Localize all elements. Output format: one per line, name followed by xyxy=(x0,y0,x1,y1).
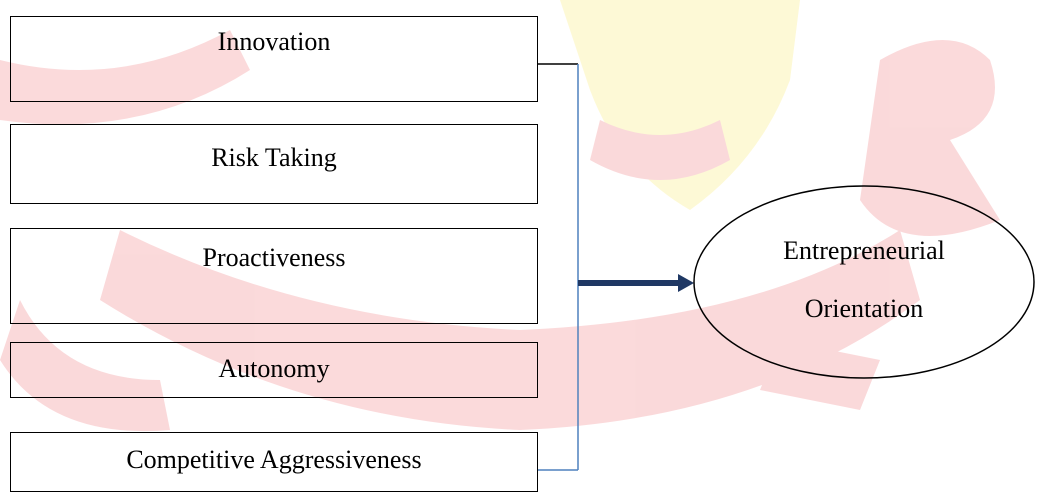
outcome-oval xyxy=(693,185,1035,379)
factor-box-risk-taking: Risk Taking xyxy=(10,124,538,204)
factor-box-proactiveness: Proactiveness xyxy=(10,228,538,324)
factor-label-competitive-aggressiveness: Competitive Aggressiveness xyxy=(126,445,422,474)
factor-box-innovation: Innovation xyxy=(10,16,538,102)
outcome-label-line2: Orientation xyxy=(804,294,924,323)
arrow-head-icon xyxy=(678,274,694,292)
factor-box-competitive-aggressiveness: Competitive Aggressiveness xyxy=(10,432,538,492)
factor-label-innovation: Innovation xyxy=(217,27,331,56)
factor-label-risk-taking: Risk Taking xyxy=(211,143,337,172)
factor-label-autonomy: Autonomy xyxy=(218,354,330,383)
factor-label-proactiveness: Proactiveness xyxy=(202,243,346,272)
factor-box-autonomy: Autonomy xyxy=(10,342,538,398)
outcome-label-line1: Entrepreneurial xyxy=(783,236,945,265)
